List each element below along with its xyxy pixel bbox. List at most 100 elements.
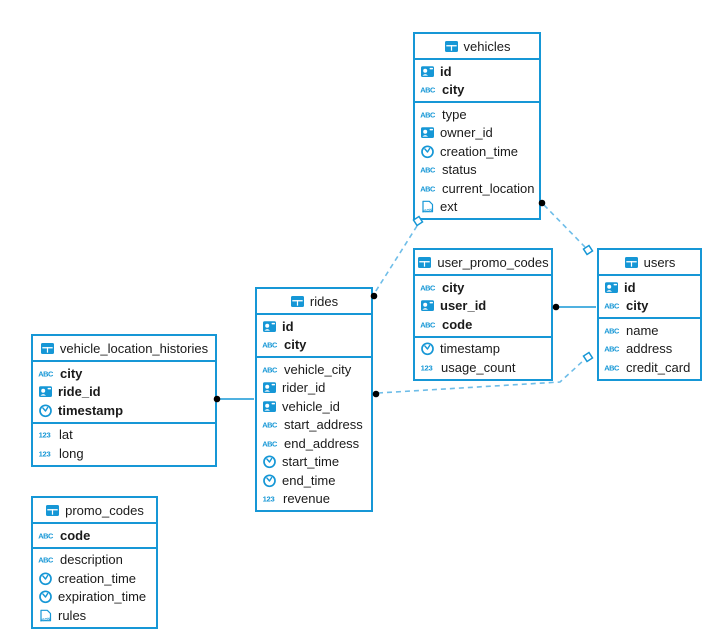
field-label: revenue (283, 491, 330, 507)
connector-line (543, 204, 586, 248)
abc-icon: ABC (420, 181, 437, 196)
time-icon (420, 341, 435, 356)
abc-icon: ABC (262, 337, 279, 352)
field-label: code (60, 527, 91, 543)
time-icon (38, 403, 53, 418)
field-label: code (442, 316, 473, 332)
abc-icon: ABC (420, 82, 437, 97)
table-header[interactable]: vehicles (415, 34, 539, 60)
field-row-city[interactable]: ABC city (599, 297, 700, 316)
table-header[interactable]: rides (257, 289, 371, 315)
svg-text:ABC: ABC (38, 556, 54, 565)
time-icon (38, 571, 53, 586)
field-label: rider_id (282, 380, 326, 396)
field-row-start_time[interactable]: start_time (257, 453, 371, 472)
table-header[interactable]: promo_codes (33, 498, 156, 524)
field-row-timestamp[interactable]: timestamp (33, 401, 215, 420)
field-row-user_id[interactable]: user_id (415, 297, 551, 316)
field-row-vehicle_id[interactable]: vehicle_id (257, 397, 371, 416)
field-label: user_id (440, 298, 487, 314)
svg-text:ABC: ABC (604, 345, 620, 354)
json-icon: JSON (38, 608, 53, 623)
field-label: long (59, 445, 84, 461)
svg-text:123: 123 (39, 449, 51, 458)
connector-dot-endpoint (552, 303, 560, 311)
svg-text:ABC: ABC (604, 302, 620, 311)
field-row-timestamp[interactable]: timestamp (415, 340, 551, 359)
connector-diamond-endpoint (582, 351, 594, 363)
time-icon (262, 473, 277, 488)
svg-text:ABC: ABC (420, 166, 436, 175)
table-header[interactable]: vehicle_location_histories (33, 336, 215, 362)
svg-text:JSON: JSON (422, 208, 433, 213)
field-row-id[interactable]: id (599, 278, 700, 297)
field-label: start_time (282, 454, 340, 470)
svg-text:ABC: ABC (420, 320, 436, 329)
abc-icon: ABC (604, 323, 621, 338)
number-icon: 123 (38, 427, 54, 442)
field-row-ride_id[interactable]: ride_id (33, 383, 215, 402)
number-icon: 123 (38, 446, 54, 461)
table-header[interactable]: user_promo_codes (415, 250, 551, 276)
field-row-owner_id[interactable]: owner_id (415, 124, 539, 143)
id-icon (420, 298, 435, 313)
table-name: vehicles (463, 38, 511, 54)
field-label: creation_time (440, 143, 519, 159)
field-label: id (624, 279, 636, 295)
field-row-id[interactable]: id (415, 62, 539, 81)
field-row-rider_id[interactable]: rider_id (257, 379, 371, 398)
field-row-name[interactable]: ABC name (599, 321, 700, 340)
field-label: id (282, 318, 294, 334)
number-icon: 123 (262, 491, 278, 506)
connector-diamond-endpoint (582, 244, 594, 256)
field-label: name (626, 322, 659, 338)
field-label: city (284, 337, 307, 353)
field-row-creation_time[interactable]: creation_time (415, 142, 539, 161)
table-icon (417, 255, 432, 270)
abc-icon: ABC (604, 341, 621, 356)
number-icon: 123 (420, 360, 436, 375)
field-row-city[interactable]: ABC city (257, 336, 371, 355)
field-label: city (626, 298, 649, 314)
field-row-id[interactable]: id (257, 317, 371, 336)
field-row-long[interactable]: 123 long (33, 444, 215, 463)
id-icon (262, 399, 277, 414)
id-icon (262, 319, 277, 334)
field-row-creation_time[interactable]: creation_time (33, 569, 156, 588)
field-row-end_time[interactable]: end_time (257, 471, 371, 490)
field-row-expiration_time[interactable]: expiration_time (33, 588, 156, 607)
field-row-revenue[interactable]: 123 revenue (257, 490, 371, 509)
field-row-code[interactable]: ABC code (415, 315, 551, 334)
table-header[interactable]: users (599, 250, 700, 276)
